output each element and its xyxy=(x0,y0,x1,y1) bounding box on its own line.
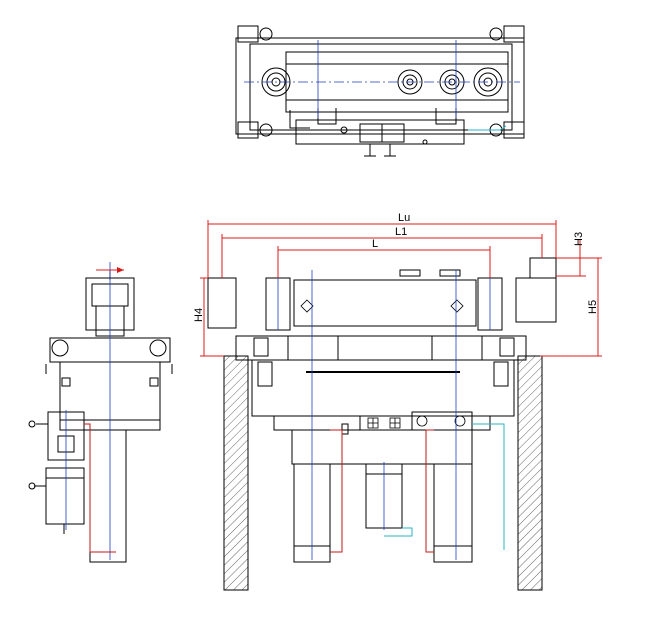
front-body xyxy=(251,359,515,417)
top-view-inner-frame xyxy=(249,43,513,131)
dim-label-lu: Lu xyxy=(398,212,410,224)
knob-bottom-left xyxy=(259,123,273,137)
side-leg xyxy=(89,429,127,563)
top-view xyxy=(235,25,525,157)
dim-label-h3: H3 xyxy=(573,232,585,246)
dim-label-h5: H5 xyxy=(587,300,599,314)
side-view-centerlines xyxy=(65,262,111,560)
wheel-bottom-left xyxy=(237,121,259,139)
front-manifold xyxy=(411,411,473,431)
front-view-centerlines xyxy=(277,270,491,560)
top-view-frame xyxy=(235,37,525,135)
front-housing-top xyxy=(273,415,491,431)
top-view-centerlines xyxy=(244,40,520,118)
front-hoist-cap-right xyxy=(529,257,557,279)
front-housing xyxy=(291,429,473,465)
side-knob-left xyxy=(51,339,69,357)
dim-label-h4: H4 xyxy=(193,308,205,322)
wheel-top-right xyxy=(503,25,525,43)
side-accumulator-lower xyxy=(45,467,85,525)
wheel-bottom-right xyxy=(503,121,525,139)
dimension-labels: Lu L1 L H3 H4 H5 xyxy=(193,212,599,322)
dim-label-l1: L1 xyxy=(395,226,407,238)
top-view-cyan-pipe xyxy=(468,125,507,131)
top-view-lower-block xyxy=(295,119,465,145)
pit-wall-left xyxy=(223,355,249,591)
front-red-pipe xyxy=(330,429,434,553)
side-view xyxy=(28,270,173,563)
knob-top-right xyxy=(489,27,503,41)
front-valve-symbols xyxy=(300,299,466,429)
front-beam xyxy=(293,279,477,327)
side-red-pipe xyxy=(84,269,118,553)
wheel-top-left xyxy=(237,25,259,43)
front-hoist-right xyxy=(515,277,557,323)
knob-top-left xyxy=(259,27,273,41)
side-knob-right xyxy=(149,339,167,357)
front-hoist-left xyxy=(207,277,237,329)
pit-wall-right xyxy=(517,355,543,591)
dimension-lines xyxy=(96,220,602,357)
front-leg-right xyxy=(433,463,473,563)
front-cyan-pipe xyxy=(384,423,505,550)
dim-label-l: L xyxy=(372,238,378,250)
